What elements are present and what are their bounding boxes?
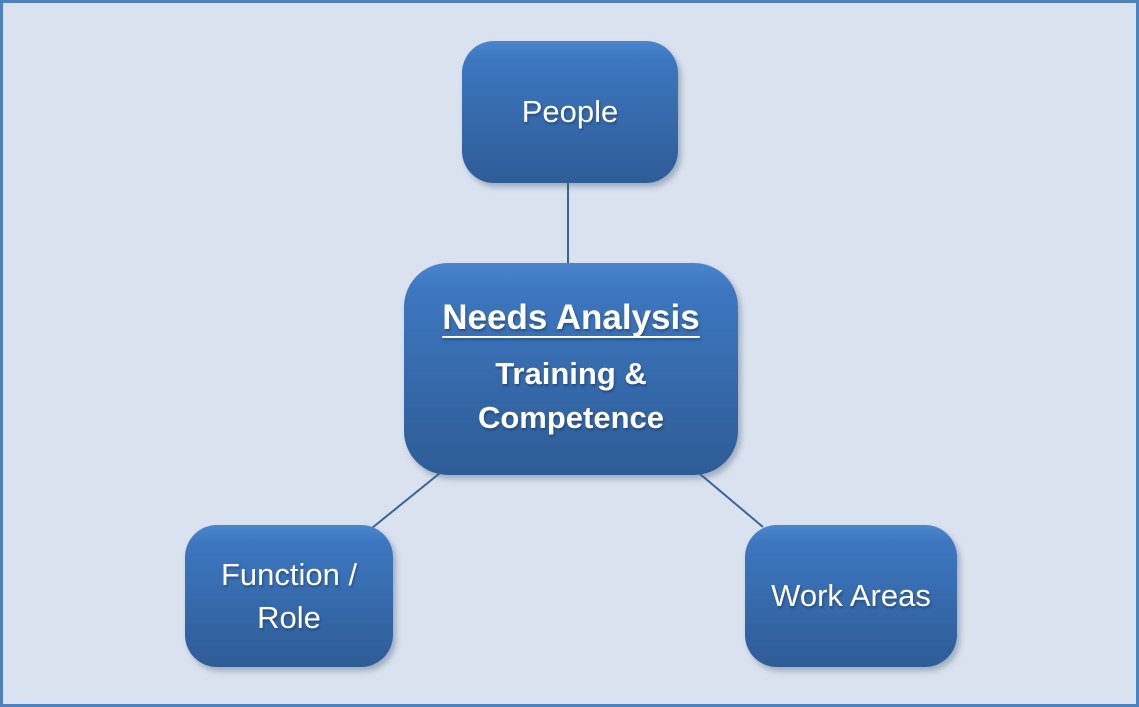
connector-center-to-work-areas	[699, 473, 764, 528]
node-needs-analysis-subtitle-line-1: Training &	[495, 355, 647, 391]
node-function-role-label-line-1: Function /	[220, 556, 358, 592]
node-function-role: Function / Role	[185, 525, 393, 667]
node-people: People	[462, 41, 678, 183]
connector-center-to-function-role	[371, 472, 441, 529]
node-function-role-label-line-2: Role	[257, 600, 321, 635]
node-work-areas: Work Areas	[745, 525, 957, 667]
node-work-areas-label: Work Areas	[771, 578, 931, 613]
node-needs-analysis-title: Needs Analysis	[442, 297, 700, 337]
node-needs-analysis: Needs Analysis Training & Competence	[404, 263, 738, 475]
node-people-label: People	[521, 94, 619, 129]
node-needs-analysis-subtitle-line-2: Competence	[477, 400, 665, 435]
